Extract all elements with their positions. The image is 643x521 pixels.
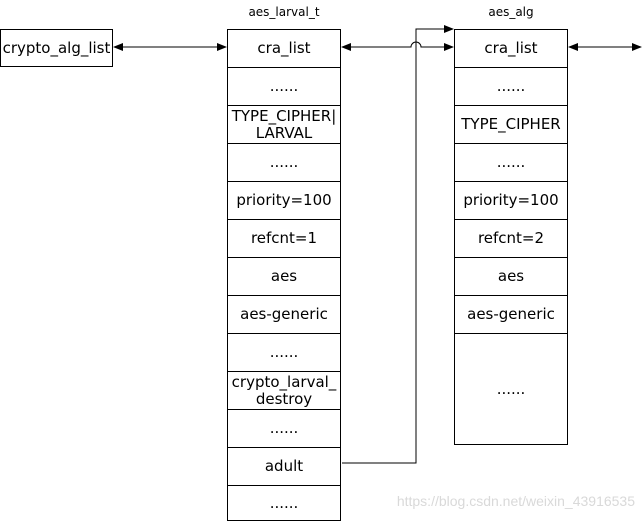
larval-cell: TYPE_CIPHER| LARVAL [228, 106, 340, 144]
alg-cell: TYPE_CIPHER [455, 106, 567, 144]
adult-pointer-arrow [342, 25, 454, 464]
crypto-alg-list-head: crypto_alg_list [0, 29, 113, 67]
alg-struct-title: aes_alg [488, 5, 534, 19]
alg-cell: ...... [455, 144, 567, 182]
larval-struct-title: aes_larval_t [248, 5, 320, 19]
alg-cell: refcnt=2 [455, 220, 567, 258]
larval-cell: priority=100 [228, 182, 340, 220]
larval-cell: ...... [228, 334, 340, 372]
larval-cell: aes-generic [228, 296, 340, 334]
larval-cell: ...... [228, 410, 340, 448]
alg-cell: aes [455, 258, 567, 296]
larval-struct: cra_list......TYPE_CIPHER| LARVAL......p… [227, 29, 341, 521]
alg-cell: priority=100 [455, 182, 567, 220]
crypto-alg-list-label: crypto_alg_list [2, 39, 111, 57]
alg-struct: cra_list......TYPE_CIPHER......priority=… [454, 29, 568, 445]
larval-cell: ...... [228, 68, 340, 106]
alg-cell: cra_list [455, 30, 567, 68]
larval-cell: ...... [228, 144, 340, 182]
larval-cell: aes [228, 258, 340, 296]
alg-cell: ...... [496, 379, 526, 398]
alg-cell: aes-generic [455, 296, 567, 334]
larval-cell: crypto_larval_ destroy [228, 372, 340, 410]
larval-cell: refcnt=1 [228, 220, 340, 258]
watermark-text: https://blog.csdn.net/weixin_43916535 [396, 493, 635, 509]
larval-cell: cra_list [228, 30, 340, 68]
larval-cell: ...... [269, 493, 299, 512]
alg-cell: ...... [455, 68, 567, 106]
arrow-larval-to-alg [341, 41, 454, 51]
larval-cell: adult [228, 448, 340, 486]
